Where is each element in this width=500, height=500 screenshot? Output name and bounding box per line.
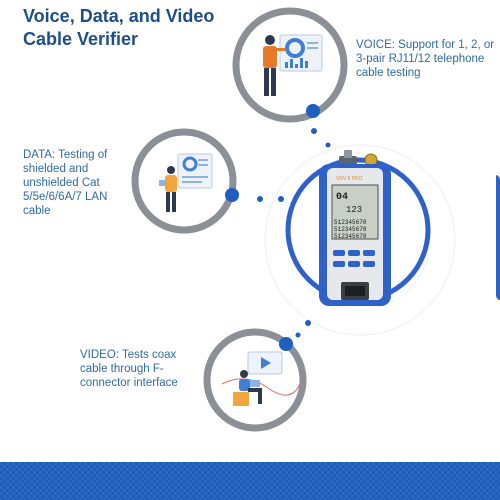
device-button-6 <box>363 261 375 267</box>
svg-text:123: 123 <box>346 205 362 215</box>
device-button-5 <box>348 261 360 267</box>
bottom-band <box>0 462 500 500</box>
play-icon <box>261 357 271 369</box>
dotted-connectors <box>257 128 331 338</box>
second-device-edge <box>496 175 500 300</box>
data-circle <box>131 128 239 234</box>
svg-text:512345678: 512345678 <box>334 233 367 240</box>
svg-text:512345678: 512345678 <box>334 226 367 233</box>
video-caption: VIDEO: Tests coax cable through F-connec… <box>80 349 178 389</box>
page-title: Voice, Data, and Video Cable Verifier <box>23 6 215 49</box>
svg-text:512345678: 512345678 <box>334 219 367 226</box>
svg-text:04: 04 <box>336 192 348 203</box>
device-button-1 <box>333 250 345 256</box>
device-button-2 <box>348 250 360 256</box>
brand-label: VDV II PRO <box>336 176 363 182</box>
data-caption: DATA: Testing of shielded and unshielded… <box>23 149 108 217</box>
device-button-3 <box>363 250 375 256</box>
laptop-icon <box>159 180 166 186</box>
box-icon <box>233 392 249 406</box>
device-button-4 <box>333 261 345 267</box>
cable-tester-device: VDV II PRO 04 123 512345678 512345678 51… <box>285 150 431 306</box>
video-dot <box>279 337 293 351</box>
laptop-icon <box>250 380 260 387</box>
video-circle <box>203 328 307 432</box>
voice-dot <box>306 104 320 118</box>
person-head-icon <box>265 35 275 45</box>
data-dot <box>225 188 239 202</box>
voice-circle <box>232 7 348 123</box>
voice-caption: VOICE: Support for 1, 2, or 3-pair RJ11/… <box>356 39 495 79</box>
